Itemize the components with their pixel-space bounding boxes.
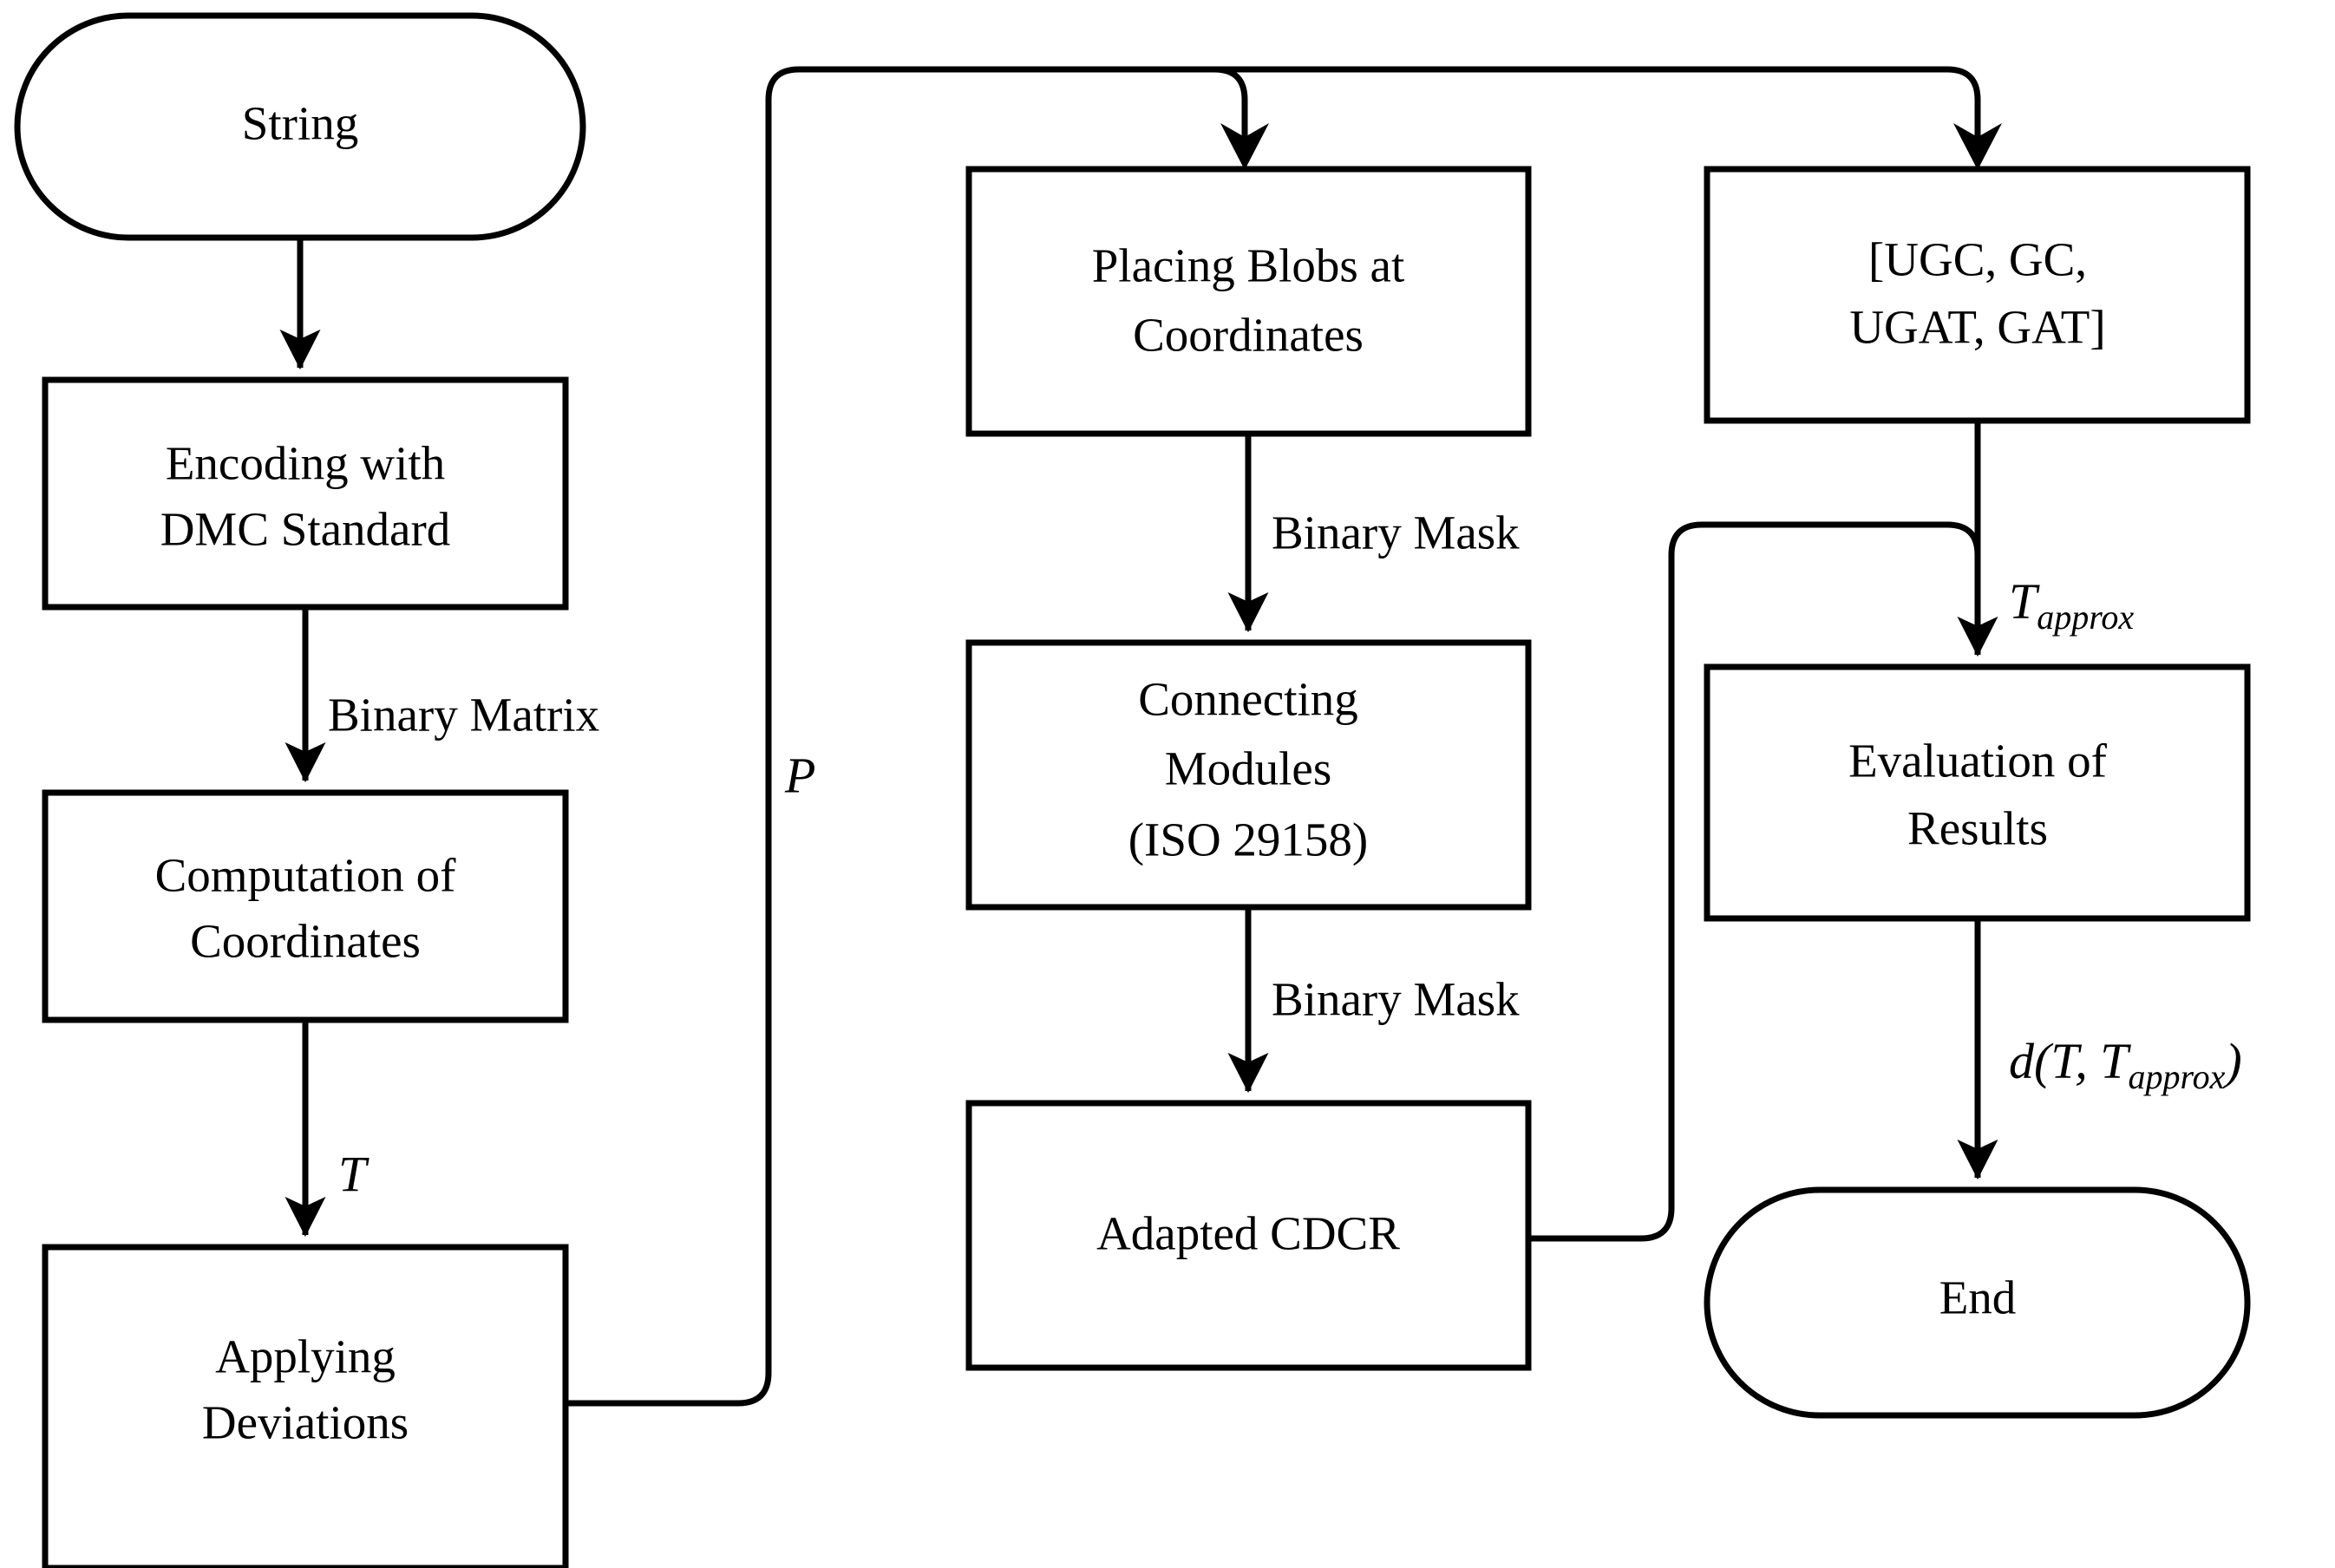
computation-label-line2: Coordinates — [190, 915, 421, 968]
edge-label-binary-mask-2: Binary Mask — [1272, 973, 1520, 1026]
end-label: End — [1939, 1271, 2017, 1324]
evaluation-box-shape — [1704, 663, 2251, 922]
connecting-label-line2: Modules — [1165, 742, 1332, 795]
edge-label-t-approx-base: T — [2009, 573, 2040, 630]
deviations-label-line1: Applying — [215, 1330, 396, 1383]
node-blobs: Placing Blobs at Coordinates — [965, 166, 1532, 437]
node-encoding: Encoding with DMC Standard — [42, 376, 569, 611]
node-end: End — [1704, 1186, 2251, 1419]
edge-evaluation-to-end: d(T, Tapprox) — [1957, 918, 2242, 1180]
edge-computation-to-deviations: T — [285, 1020, 370, 1238]
blobs-label-line1: Placing Blobs at — [1092, 239, 1405, 292]
edge-label-t: T — [338, 1146, 370, 1202]
cdcr-box-shape — [965, 1100, 1532, 1371]
edge-label-t-approx: Tapprox — [2009, 573, 2134, 637]
evaluation-label-line1: Evaluation of — [1848, 735, 2108, 787]
evaluation-label-line2: Results — [1907, 802, 2048, 855]
edge-label-distance-close: ) — [2222, 1033, 2241, 1089]
node-evaluation: Evaluation of Results — [1704, 663, 2251, 922]
edge-encoding-to-computation: Binary Matrix — [285, 607, 599, 783]
deviations-box-shape — [42, 1244, 569, 1568]
edge-label-distance-sub: approx — [2129, 1057, 2226, 1096]
start-label: String — [242, 97, 358, 150]
edge-blobs-to-connecting: Binary Mask — [1227, 434, 1520, 633]
node-methods: [UGC, GC, UGAT, GAT] — [1704, 166, 2251, 424]
encoding-label-line1: Encoding with — [166, 437, 445, 490]
edge-label-p: P — [784, 747, 815, 803]
blobs-box-shape — [965, 166, 1532, 437]
node-cdcr: Adapted CDCR — [965, 1100, 1532, 1371]
blobs-label-line2: Coordinates — [1133, 309, 1364, 362]
connecting-label-line3: (ISO 29158) — [1128, 813, 1369, 866]
connecting-label-line1: Connecting — [1138, 673, 1358, 726]
edge-bus-to-blobs — [1213, 66, 1269, 170]
encoding-label-line2: DMC Standard — [160, 503, 451, 556]
methods-box-shape — [1704, 166, 2251, 424]
node-deviations: Applying Deviations — [42, 1244, 569, 1568]
edge-label-binary-matrix: Binary Matrix — [328, 689, 599, 742]
edge-connecting-to-cdcr: Binary Mask — [1227, 907, 1520, 1094]
methods-label-line1: [UGC, GC, — [1868, 233, 2087, 286]
connecting-box-shape — [965, 639, 1532, 911]
computation-label-line1: Computation of — [155, 849, 456, 902]
cdcr-label: Adapted CDCR — [1096, 1207, 1400, 1260]
methods-label-line2: UGAT, GAT] — [1849, 301, 2105, 354]
edge-label-t-approx-sub: approx — [2037, 598, 2134, 637]
edge-label-distance: d(T, Tapprox) — [2009, 1033, 2242, 1096]
edge-cdcr-to-evaluation — [1528, 521, 1981, 1242]
computation-box-shape — [42, 789, 569, 1023]
edge-label-binary-mask-1: Binary Mask — [1272, 506, 1520, 559]
deviations-label-line2: Deviations — [202, 1396, 409, 1449]
node-start: String — [14, 12, 586, 241]
edge-deviations-to-bus: P — [566, 66, 1214, 1407]
node-connecting: Connecting Modules (ISO 29158) — [965, 639, 1532, 911]
node-computation: Computation of Coordinates — [42, 789, 569, 1023]
encoding-box-shape — [42, 376, 569, 611]
edge-top-bus — [1214, 66, 2002, 170]
edge-methods-to-evaluation: Tapprox — [1957, 421, 2134, 657]
end-terminator-shape — [1704, 1186, 2251, 1419]
edge-label-distance-open: d(T, T — [2009, 1033, 2131, 1089]
